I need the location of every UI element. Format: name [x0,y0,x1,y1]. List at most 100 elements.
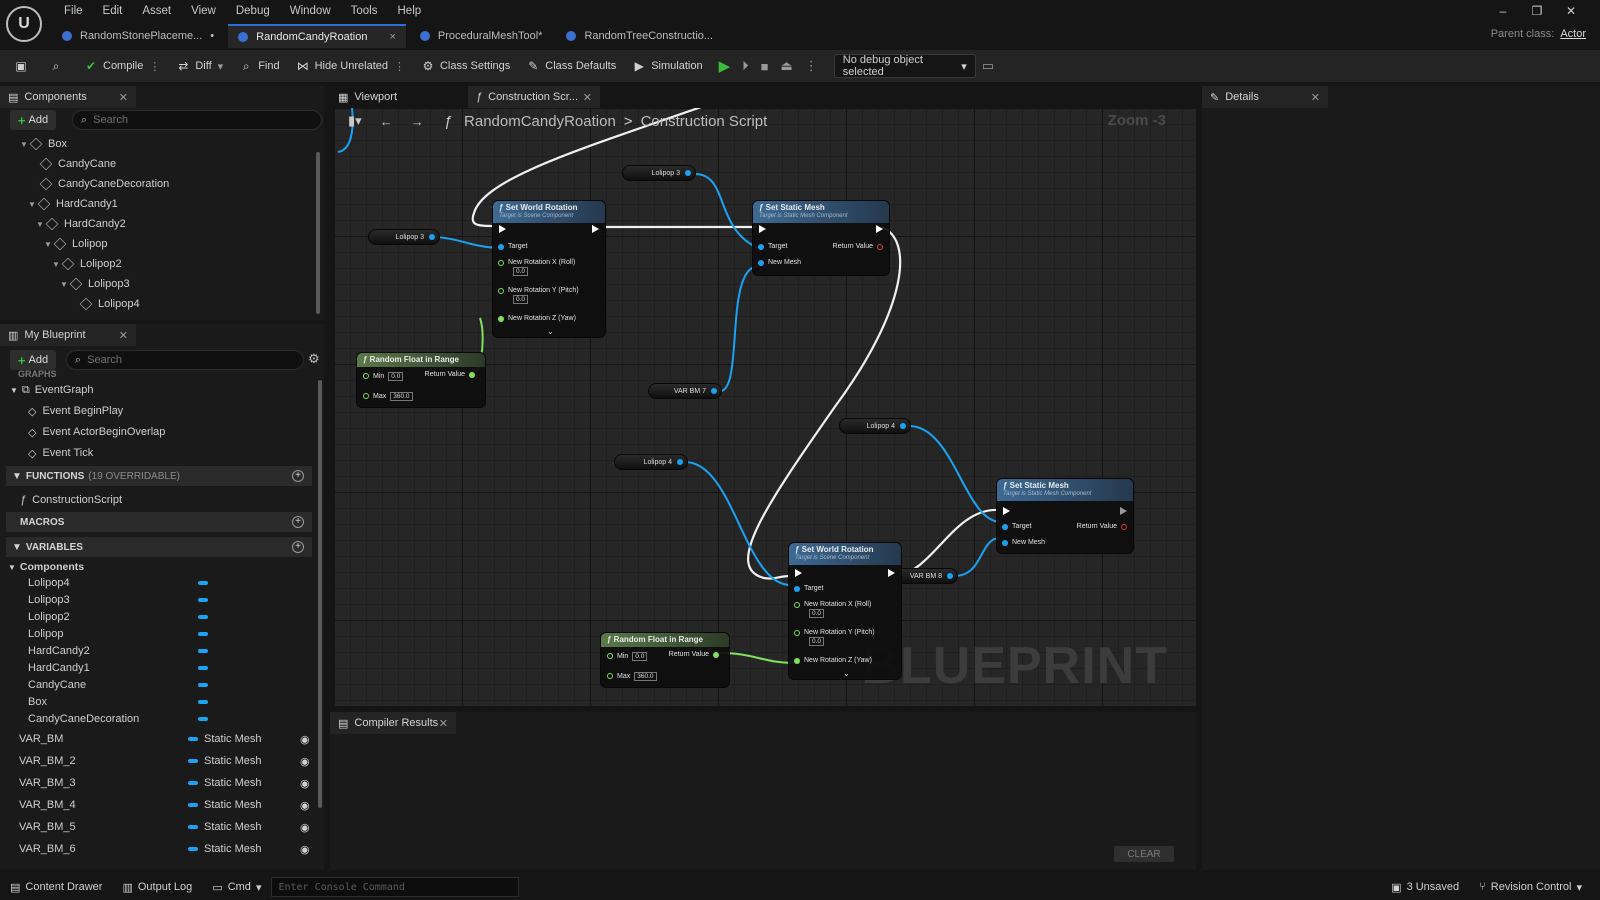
components-tab[interactable]: ▤Components✕ [0,86,136,108]
var-type[interactable]: Static Mesh [188,843,261,855]
var-type[interactable]: Static Mesh [188,755,261,767]
menu-edit[interactable]: Edit [102,5,123,17]
minimize-icon[interactable]: – [1499,4,1507,18]
close-icon[interactable]: ✕ [118,329,128,342]
component-var-item[interactable]: Lolipop3 [0,590,312,610]
stop-icon[interactable]: ■ [760,58,769,74]
new-mesh-pin[interactable]: New Mesh [758,259,801,266]
output-log-button[interactable]: ▥Output Log [112,874,202,900]
component-var-item[interactable]: Lolipop [0,624,312,644]
variables-section-header[interactable]: ▼VARIABLES+ [6,537,312,557]
component-var-item[interactable]: HardCandy1 [0,658,312,678]
target-pin[interactable]: Target [758,243,787,250]
exec-in-pin[interactable] [759,225,766,233]
components-category[interactable]: ▼Components [0,557,312,577]
expand-arrow-icon[interactable]: ⌄ [843,669,850,678]
min-value[interactable]: 0.0 [632,652,648,661]
tab-details[interactable]: ✎Details✕ [1202,86,1328,108]
menu-tools[interactable]: Tools [350,5,378,17]
menu-asset[interactable]: Asset [142,5,172,17]
eye-icon[interactable]: ◉ [300,777,310,790]
var-type[interactable]: Static Mesh [188,733,261,745]
add-macro-icon[interactable]: + [292,516,304,528]
tree-item-lolipop[interactable]: ▼Lolipop [0,234,316,254]
rotation-z-pin[interactable]: New Rotation Z (Yaw) [498,315,576,322]
more-icon[interactable]: ⋮ [393,60,405,73]
tab-viewport[interactable]: ▦Viewport [330,86,460,108]
var-node-var-bm-7[interactable]: VAR BM 7 [648,383,722,399]
eye-icon[interactable]: ◉ [300,821,310,834]
object-pin-icon[interactable] [947,573,953,579]
collapse-arrow-icon[interactable]: ▼ [12,470,22,482]
functions-section-header[interactable]: ▼FUNCTIONS(19 OVERRIDABLE)+ [6,466,312,486]
close-icon[interactable]: ✕ [118,91,128,104]
object-pin-icon[interactable] [711,388,717,394]
object-pin-icon[interactable] [900,423,906,429]
tree-item-lolipop3[interactable]: ▼Lolipop3 [0,274,316,294]
close-icon[interactable]: ✕ [1310,91,1320,104]
cmd-dropdown[interactable]: ▭Cmd▾ [202,874,271,900]
blueprint-graph[interactable]: ▮▾ ← → ƒ RandomCandyRoation > Constructi… [334,108,1196,706]
class-settings-button[interactable]: ⚙Class Settings [415,53,516,79]
var-type[interactable]: Static Mesh [188,799,261,811]
components-scrollbar[interactable] [316,152,320,314]
tab-random-stone[interactable]: RandomStonePlaceme... • [52,24,224,48]
exec-in-pin[interactable] [499,225,506,233]
rotation-y-pin[interactable]: New Rotation Y (Pitch)0.0 [498,287,579,304]
rotation-x-pin[interactable]: New Rotation X (Roll)0.0 [498,259,575,276]
component-var-item[interactable]: Lolipop2 [0,607,312,627]
more-icon[interactable]: ⋮ [804,58,818,73]
menu-debug[interactable]: Debug [235,5,270,17]
component-var-item[interactable]: CandyCaneDecoration [0,709,312,729]
blueprint-scrollbar[interactable] [318,380,322,808]
find-button[interactable]: ⌕Find [233,53,285,79]
class-defaults-button[interactable]: ✎Class Defaults [520,53,622,79]
breadcrumb-root[interactable]: RandomCandyRoation [464,112,616,130]
diff-button[interactable]: ⇄Diff▾ [170,53,229,79]
max-value[interactable]: 360.0 [390,392,413,401]
var-node-lolipop3[interactable]: Lolipop 3 [622,165,696,181]
var-type[interactable]: Static Mesh [188,821,261,833]
rotation-y-pin[interactable]: New Rotation Y (Pitch)0.0 [794,629,875,646]
exec-in-pin[interactable] [1003,507,1010,515]
console-input[interactable]: Enter Console Command [271,877,520,897]
return-value-pin[interactable]: Return Value [425,371,479,378]
component-var-item[interactable]: Lolipop4 [0,573,312,593]
content-drawer-button[interactable]: ▤Content Drawer [0,874,112,900]
unreal-logo-icon[interactable]: U [6,6,42,42]
tree-item-box[interactable]: ▼Box [0,134,316,154]
tree-item-lolipop2[interactable]: ▼Lolipop2 [0,254,316,274]
save-button[interactable]: ▣ [8,53,39,79]
macros-section-header[interactable]: MACROS+ [6,512,312,532]
expand-arrow-icon[interactable]: ▼ [28,199,36,209]
rotation-z-pin[interactable]: New Rotation Z (Yaw) [794,657,872,664]
target-pin[interactable]: Target [498,243,527,250]
expand-arrow-icon[interactable]: ▼ [60,279,68,289]
expand-arrow-icon[interactable]: ▼ [36,219,44,229]
event-beginplay-item[interactable]: ◇Event BeginPlay [0,401,312,421]
my-blueprint-tab[interactable]: ▥My Blueprint✕ [0,324,136,346]
menu-window[interactable]: Window [289,5,331,17]
collapse-arrow-icon[interactable]: ▼ [12,541,22,553]
max-value[interactable]: 360.0 [634,672,657,681]
eye-icon[interactable]: ◉ [300,843,310,856]
eye-icon[interactable]: ◉ [300,755,310,768]
step-icon[interactable]: ⏵ [742,58,749,73]
expand-arrow-icon[interactable]: ▼ [52,259,60,269]
event-actorbeginoverlap-item[interactable]: ◇Event ActorBeginOverlap [0,422,312,442]
forward-arrow-icon[interactable]: → [410,113,424,129]
target-pin[interactable]: Target [1002,523,1031,530]
object-pin-icon[interactable] [429,234,435,240]
tree-item-hardcandy1[interactable]: ▼HardCandy1 [0,194,316,214]
blueprint-search-input[interactable]: ⌕Search [66,350,304,370]
